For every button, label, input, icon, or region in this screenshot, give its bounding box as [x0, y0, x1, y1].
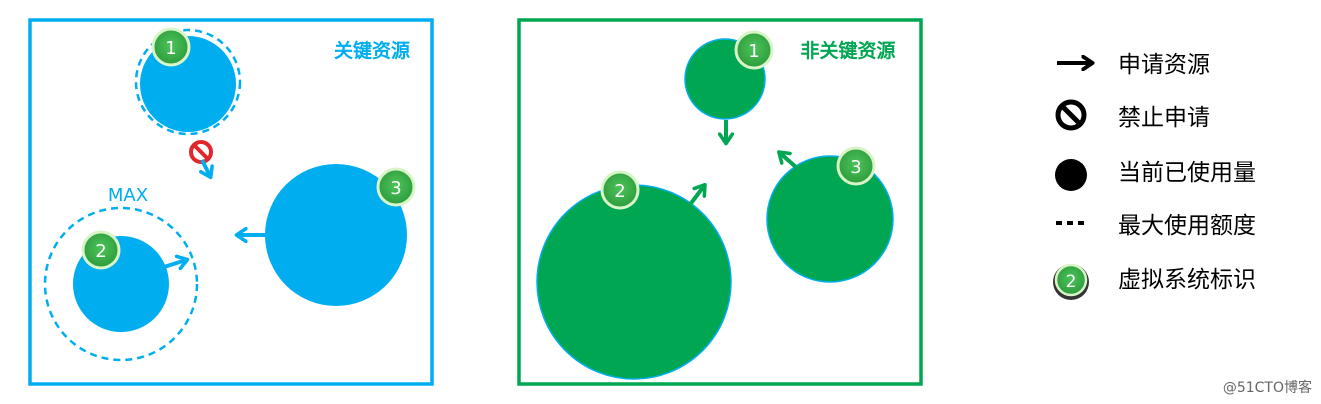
numbered-badge-icon: 2: [1053, 263, 1089, 300]
blocked-request-arrow: [202, 159, 210, 176]
vm-2-noncritical: 2: [536, 170, 732, 380]
vm-badge-3: 3: [836, 146, 876, 186]
max-quota-ring: [134, 28, 242, 136]
legend-badge-number: 2: [1066, 272, 1077, 292]
filled-circle-icon: [1055, 159, 1087, 191]
current-usage-circle: [766, 155, 894, 283]
critical-panel-border: [28, 18, 434, 386]
legend-item-current-usage: 当前已使用量: [1055, 159, 1256, 191]
noncritical-panel-title: 非关键资源: [800, 39, 895, 62]
critical-panel-title: 关键资源: [334, 39, 410, 62]
vm-badge-2-number: 2: [614, 181, 625, 202]
vm-badge-3-number: 3: [850, 157, 861, 178]
vm-badge-2: 2: [600, 170, 640, 210]
vm-badge-1-number: 1: [748, 41, 759, 62]
legend-label: 虚拟系统标识: [1118, 267, 1256, 293]
prohibited-icon: [189, 140, 213, 164]
legend-label: 当前已使用量: [1118, 160, 1256, 186]
critical-resources-panel: 关键资源 1 MAX 2: [28, 18, 434, 386]
noncritical-panel-border: [517, 18, 923, 386]
vm-3-critical: 3: [238, 164, 416, 306]
vm-badge-2-number: 2: [95, 241, 106, 262]
vm-badge-1: 1: [151, 27, 191, 67]
vm-2-critical: MAX 2: [43, 185, 199, 362]
vm-badge-3: 3: [376, 167, 416, 207]
vm-1-critical: 1: [134, 27, 242, 136]
request-arrow: [780, 153, 799, 170]
max-label: MAX: [108, 185, 148, 206]
prohibited-icon: [1055, 99, 1087, 131]
max-quota-ring: [43, 206, 199, 362]
vm-3-noncritical: 3: [766, 146, 894, 283]
vm-1-noncritical: 1: [684, 30, 774, 142]
legend-item-request: 申请资源: [1057, 52, 1210, 78]
watermark: @51CTO博客: [1223, 379, 1312, 396]
vm-badge-1: 1: [734, 30, 774, 70]
legend-item-prohibited: 禁止申请: [1055, 99, 1210, 131]
legend-item-vm-id: 2 虚拟系统标识: [1053, 263, 1256, 300]
legend-label: 最大使用额度: [1118, 213, 1256, 239]
vm-badge-1-number: 1: [165, 38, 176, 59]
current-usage-circle: [536, 184, 732, 380]
current-usage-circle: [265, 164, 407, 306]
noncritical-resources-panel: 非关键资源 1 2 3: [517, 18, 923, 386]
legend-label: 禁止申请: [1118, 105, 1210, 131]
vm-badge-2: 2: [81, 230, 121, 270]
legend-item-max-quota: 最大使用额度: [1056, 213, 1256, 239]
legend: 申请资源 禁止申请 当前已使用量 最大使用额度 2 虚拟系统: [1053, 52, 1256, 300]
request-arrow: [687, 186, 704, 208]
vm-badge-3-number: 3: [390, 178, 401, 199]
legend-label: 申请资源: [1118, 52, 1210, 78]
request-arrow: [163, 260, 186, 267]
